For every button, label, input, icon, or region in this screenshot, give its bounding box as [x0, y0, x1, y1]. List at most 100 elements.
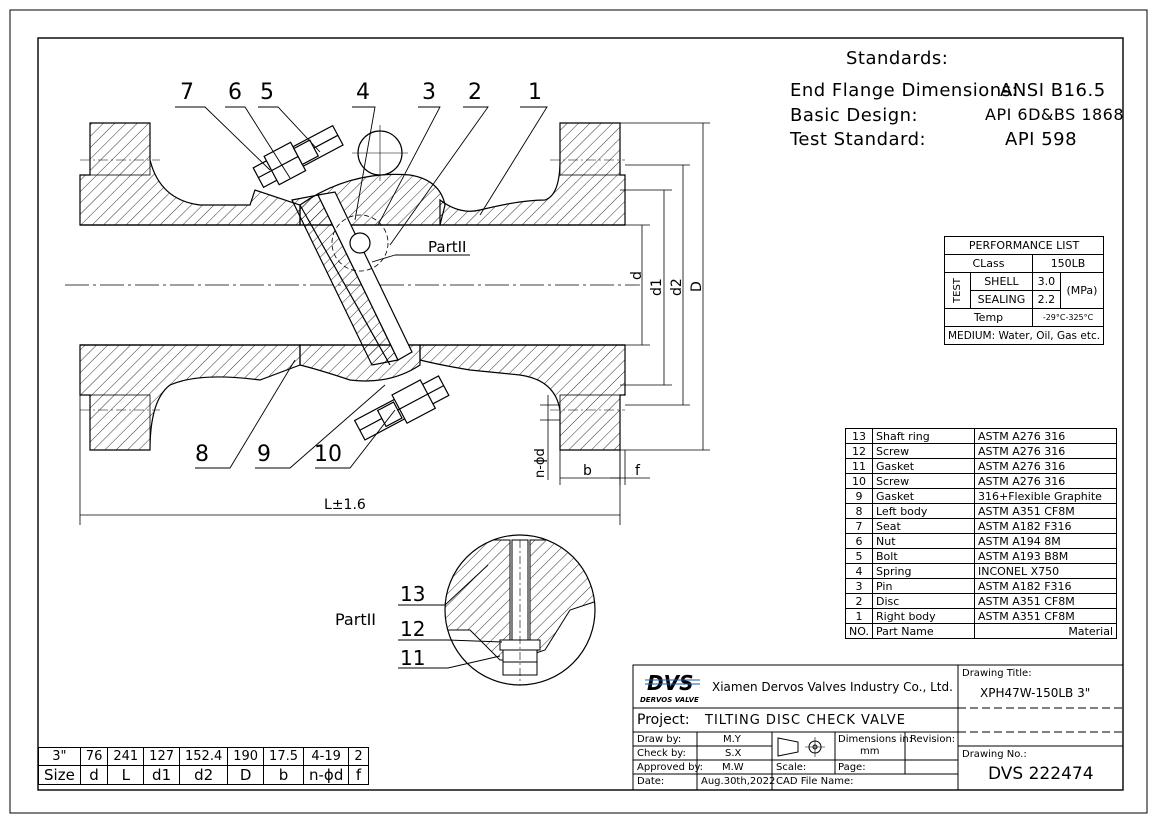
dimension-header: n-ϕd	[302, 765, 350, 785]
parts-cell-name: Gasket	[872, 458, 975, 474]
parts-cell-material: INCONEL X750	[974, 563, 1117, 579]
draw-by-label: Draw by:	[637, 734, 682, 745]
dim-f-label: f	[635, 463, 640, 479]
logo-subtitle: DERVOS VALVE	[640, 696, 699, 704]
parts-cell-no: 8	[845, 503, 873, 519]
parts-cell-no: 13	[845, 428, 873, 444]
callout-13: 13	[400, 582, 426, 606]
class-label: CLass	[944, 254, 1033, 273]
parts-header-name: Part Name	[872, 623, 975, 639]
dimension-value: 76	[79, 747, 109, 766]
dimension-value: 2	[348, 747, 369, 766]
parts-cell-material: ASTM A351 CF8M	[974, 593, 1117, 609]
dimension-header: b	[263, 765, 304, 785]
parts-cell-no: 5	[845, 548, 873, 564]
shell-label: SHELL	[969, 272, 1033, 291]
pressure-unit: (MPa)	[1059, 272, 1105, 309]
dim-L-label: L±1.6	[324, 497, 366, 513]
check-by-value: S.X	[725, 748, 742, 759]
dimension-header: L	[107, 765, 145, 785]
dimension-value: 127	[143, 747, 180, 766]
parts-cell-material: ASTM A276 316	[974, 428, 1117, 444]
dim-D-label: D	[689, 281, 705, 292]
approved-by-value: M.W	[722, 762, 744, 773]
callout-3: 3	[422, 80, 436, 105]
parts-header-material: Material	[974, 623, 1117, 639]
parts-cell-name: Gasket	[872, 488, 975, 504]
parts-cell-name: Screw	[872, 443, 975, 459]
company-name: Xiamen Dervos Valves Industry Co., Ltd.	[712, 680, 953, 694]
parts-cell-name: Screw	[872, 473, 975, 489]
parts-cell-material: ASTM A276 316	[974, 443, 1117, 459]
standards-heading: Standards:	[846, 48, 949, 69]
parts-cell-name: Pin	[872, 578, 975, 594]
callout-10: 10	[314, 442, 342, 467]
callout-12: 12	[400, 617, 426, 641]
callout-11: 11	[400, 646, 426, 670]
dimension-header: d2	[178, 765, 229, 785]
draw-by-value: M.Y	[723, 734, 741, 745]
parts-cell-no: 6	[845, 533, 873, 549]
parts-cell-name: Right body	[872, 608, 975, 624]
dimension-value: 190	[227, 747, 265, 766]
callout-7: 7	[180, 80, 194, 105]
standard-label-design: Basic Design:	[790, 105, 919, 126]
dim-d1-label: d1	[649, 278, 665, 296]
approved-by-label: Approved by:	[637, 762, 704, 773]
scale-label: Scale:	[776, 762, 807, 773]
parts-cell-name: Nut	[872, 533, 975, 549]
part-ii-label: PartII	[428, 238, 467, 256]
standard-value-design: API 6D&BS 1868	[985, 105, 1125, 124]
dimension-value: 3"	[38, 747, 81, 766]
parts-cell-no: 9	[845, 488, 873, 504]
dimension-header: d	[79, 765, 109, 785]
parts-cell-name: Spring	[872, 563, 975, 579]
parts-cell-name: Left body	[872, 503, 975, 519]
callout-leaders	[175, 106, 548, 469]
check-by-label: Check by:	[637, 748, 686, 759]
inner-border	[37, 37, 1124, 791]
medium-text: MEDIUM: Water, Oil, Gas etc.	[943, 326, 1105, 345]
parts-cell-no: 4	[845, 563, 873, 579]
dimension-value: 241	[107, 747, 145, 766]
dimension-header: f	[348, 765, 369, 785]
temp-value: -29°C-325°C	[1031, 308, 1105, 327]
callout-1: 1	[528, 80, 542, 105]
dimensions-in-value: mm	[860, 746, 880, 757]
sealing-label: SEALING	[969, 290, 1033, 309]
parts-cell-material: ASTM A276 316	[974, 458, 1117, 474]
title-block-frame	[632, 664, 1124, 791]
dimension-header: d1	[143, 765, 180, 785]
parts-cell-no: 7	[845, 518, 873, 534]
standard-value-flange: ANSI B16.5	[1000, 80, 1106, 101]
valve-section-view	[65, 122, 640, 451]
parts-cell-name: Seat	[872, 518, 975, 534]
parts-cell-material: ASTM A351 CF8M	[974, 503, 1117, 519]
parts-cell-material: ASTM A182 F316	[974, 518, 1117, 534]
company-logo: DVS DERVOS VALVE	[640, 671, 700, 704]
parts-cell-no: 12	[845, 443, 873, 459]
class-value: 150LB	[1031, 254, 1105, 273]
dimension-header: Size	[38, 765, 81, 785]
parts-cell-material: ASTM A276 316	[974, 473, 1117, 489]
test-label: TEST	[951, 278, 963, 303]
dim-d-label: d	[629, 271, 645, 280]
parts-cell-no: 3	[845, 578, 873, 594]
parts-cell-material: ASTM A193 B8M	[974, 548, 1117, 564]
parts-cell-no: 2	[845, 593, 873, 609]
